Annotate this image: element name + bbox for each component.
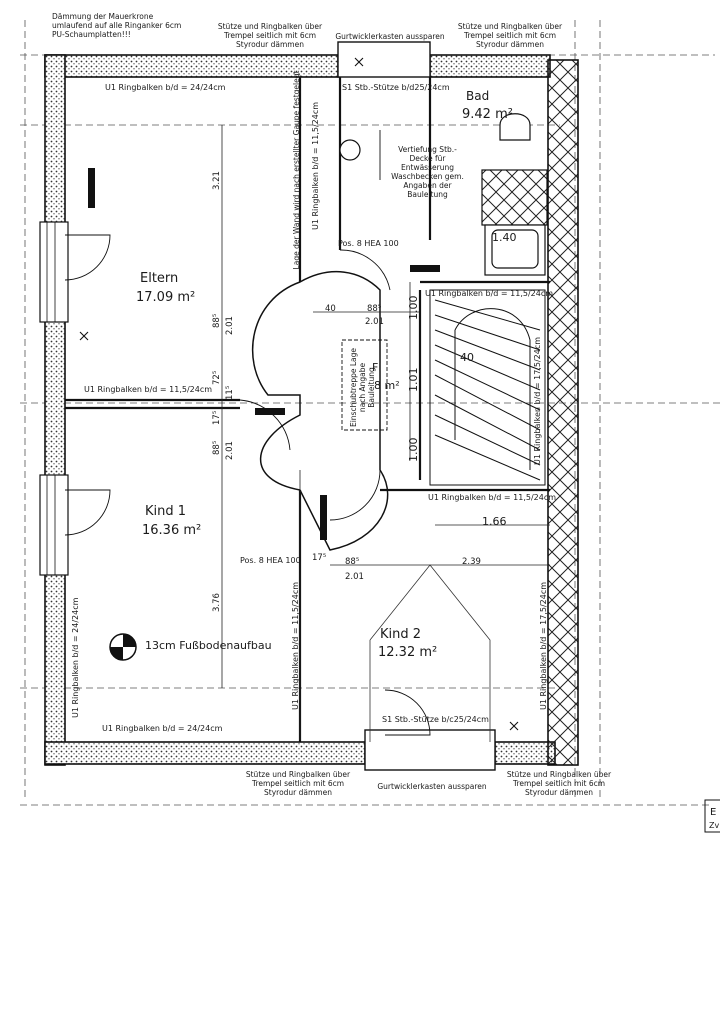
- beam-stair-bottom: U1 Ringbalken b/d = 11,5/24cm: [428, 493, 557, 502]
- dim-40b: 40: [460, 351, 474, 364]
- dim-72: 72⁵: [212, 370, 222, 385]
- dim-239: 2.39: [462, 557, 481, 567]
- beam-bottom-s1: S1 Stb.-Stütze b/c25/24cm: [382, 715, 489, 724]
- dim-201c: 2.01: [365, 317, 384, 327]
- note-gurt-bottom: Gurtwicklerkasten aussparen: [377, 782, 487, 791]
- dimension-lines: [221, 125, 550, 740]
- door-swings: [64, 130, 431, 736]
- beam-vert-right-top: U1 Ringbalken b/d = 17,5/24cm: [533, 336, 542, 465]
- dim-376: 3.76: [212, 593, 222, 612]
- dim-100a: 1.00: [407, 295, 420, 321]
- dim-88d: 88⁵: [345, 557, 360, 567]
- window-recesses: [337, 41, 496, 771]
- note-lage-wand: Lage der Wand wird nach erstellter Gaupe…: [292, 70, 301, 270]
- room-kind1-area: 16.36 m²: [142, 523, 202, 538]
- dim-88c: 88⁵: [367, 304, 382, 314]
- room-eltern-area: 17.09 m²: [136, 290, 196, 305]
- hall-outline: [251, 270, 389, 551]
- dim-40a: 40: [325, 304, 336, 314]
- dim-101: 1.01: [407, 367, 420, 393]
- margin-e: E: [710, 807, 717, 818]
- note-fussboden: 13cm Fußbodenaufbau: [145, 639, 272, 652]
- room-flur-area: 8 m²: [374, 379, 400, 392]
- note-stuetze-bottom-right: Stütze und Ringbalken über Trempel seitl…: [506, 770, 612, 797]
- wall-markers: [88, 168, 440, 540]
- room-bad-area: 9.42 m²: [462, 107, 513, 122]
- note-daemmung: Dämmung der Mauerkrone umlaufend auf all…: [52, 12, 182, 39]
- beam-vert-left: U1 Ringbalken b/d = 24/24cm: [71, 597, 80, 718]
- einschub-box: [341, 339, 388, 431]
- beam-vert-mid-top: U1 Ringbalken b/d = 11,5/24cm: [311, 101, 320, 230]
- beam-top-left: U1 Ringbalken b/d = 24/24cm: [105, 83, 226, 92]
- dim-321: 3.21: [212, 171, 222, 190]
- kind2-gable: [369, 564, 491, 742]
- windows-left: [39, 221, 69, 576]
- room-kind1-name: Kind 1: [145, 504, 187, 519]
- note-gurt-top: Gurtwicklerkasten aussparen: [335, 32, 445, 41]
- beam-bottom-left: U1 Ringbalken b/d = 24/24cm: [102, 724, 223, 733]
- note-stuetze-top-left: Stütze und Ringbalken über Trempel seitl…: [217, 22, 323, 49]
- beam-top-s1: S1 Stb.-Stütze b/d25/24cm: [342, 83, 450, 92]
- dim-100b: 1.00: [407, 437, 420, 463]
- room-eltern-name: Eltern: [140, 271, 179, 286]
- dim-17b: 17⁵: [312, 553, 327, 563]
- note-vertiefung: Vertiefung Stb.-Decke für Entwässerung W…: [391, 145, 464, 199]
- stairs: [429, 289, 546, 486]
- dim-140: 1.40: [492, 231, 517, 244]
- beam-mid-left: U1 Ringbalken b/d = 11,5/24cm: [84, 385, 213, 394]
- dim-17a: 17⁵: [212, 410, 222, 425]
- window-glazing: [46, 222, 56, 575]
- beam-vert-mid-bottom: U1 Ringbalken b/d = 11,5/24cm: [291, 581, 300, 710]
- cross-marks: [79, 57, 519, 731]
- beam-stair-top: U1 Ringbalken b/d = 11,5/24cm: [425, 289, 554, 298]
- floor-level-icon: [109, 633, 137, 661]
- beam-vert-right-bottom: U1 Ringbalken b/d = 17,5/24cm: [539, 581, 548, 710]
- bath-fixtures: [339, 113, 548, 276]
- note-stuetze-top-right: Stütze und Ringbalken über Trempel seitl…: [457, 22, 563, 49]
- room-kind2-name: Kind 2: [380, 627, 422, 642]
- dim-88b: 88⁵: [212, 440, 222, 455]
- dim-201d: 2.01: [345, 572, 364, 582]
- dim-201a: 2.01: [225, 316, 235, 335]
- note-einschub: Einschubtreppe Lage nach Angabe Bauleitu…: [349, 347, 376, 428]
- margin-box: [704, 799, 720, 833]
- beam-hea-top: Pos. 8 HEA 100: [338, 239, 399, 248]
- dim-11: 11⁵: [225, 385, 235, 400]
- dim-201b: 2.01: [225, 441, 235, 460]
- room-flur-name: Fl: [372, 361, 382, 374]
- beam-hea-mid: Pos. 8 HEA 100: [240, 556, 301, 565]
- margin-zv: Zv: [709, 821, 720, 830]
- dim-88a: 88⁵: [212, 313, 222, 328]
- room-bad-name: Bad: [466, 89, 490, 103]
- dim-166: 1.66: [482, 515, 507, 528]
- room-kind2-area: 12.32 m²: [378, 645, 438, 660]
- note-stuetze-bottom-left: Stütze und Ringbalken über Trempel seitl…: [245, 770, 351, 797]
- interior-walls: [65, 77, 550, 742]
